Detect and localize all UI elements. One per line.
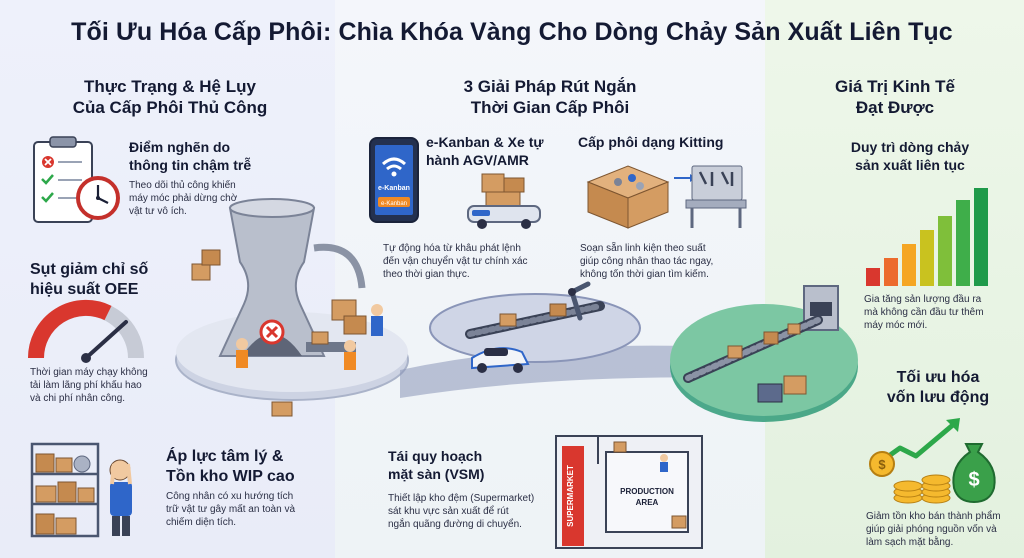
vsm-desc-line3: ngắn quãng đường di chuyển. — [388, 519, 522, 530]
oee-desc-line3: và chi phí nhân công. — [30, 393, 126, 404]
oee-heading: Sụt giảm chỉ số hiệu suất OEE — [30, 260, 180, 300]
working-capital-desc-line2: giúp giải phóng nguồn vốn và — [866, 524, 997, 535]
oee-desc-line1: Thời gian máy chạy không — [30, 367, 148, 378]
working-capital-heading-line1: Tối ưu hóa — [896, 369, 980, 386]
continuous-flow-desc-line3: máy móc mới. — [864, 320, 928, 331]
wip-description: Công nhân có xu hướng tích trữ vật tư gâ… — [166, 490, 331, 529]
bottleneck-desc-line2: máy móc phải dừng chờ — [129, 193, 238, 204]
bottleneck-heading: Điểm nghẽn do thông tin chậm trễ — [129, 138, 309, 174]
left-section-title-line1: Thực Trạng & Hệ Lụy — [84, 77, 256, 96]
continuous-flow-desc-line1: Gia tăng sản lượng đầu ra — [864, 294, 982, 305]
ekanban-desc-line2: đến vận chuyển vật tư chính xác — [383, 256, 528, 267]
e-kanban-tablet-icon: e-Kanban e-Kanban — [369, 137, 419, 223]
continuous-flow-description: Gia tăng sản lượng đầu ra mà không cần đ… — [864, 293, 1014, 332]
bottleneck-heading-line1: Điểm nghẽn do — [129, 139, 231, 155]
oee-desc-line2: tải làm lãng phí khấu hao — [30, 380, 142, 391]
left-section-title: Thực Trạng & Hệ Lụy Của Cấp Phôi Thủ Côn… — [10, 76, 330, 118]
kitting-desc-line1: Soạn sẵn linh kiện theo suất — [580, 243, 706, 254]
clipboard-clock-icon — [33, 136, 120, 223]
middle-section-title-line1: 3 Giải Pháp Rút Ngắn — [463, 77, 637, 96]
svg-text:$: $ — [968, 469, 979, 491]
ekanban-heading-line2: hành AGV/AMR — [426, 152, 529, 168]
shelf-stressed-worker-icon — [30, 442, 132, 538]
ekanban-description: Tự động hóa từ khâu phát lệnh đến vận ch… — [383, 242, 563, 281]
bottleneck-desc-line3: vật tư vô ích. — [129, 206, 187, 217]
kitting-desc-line3: không tốn thời gian tìm kiếm. — [580, 269, 709, 280]
continuous-flow-heading-line1: Duy trì dòng chảy — [850, 139, 970, 155]
middle-section-title-line2: Thời Gian Cấp Phôi — [470, 98, 630, 117]
continuous-flow-heading: Duy trì dòng chảy sản xuất liên tục — [830, 138, 990, 174]
vsm-floor-map: SUPERMARKET PRODUCTION AREA — [555, 435, 703, 549]
production-line-illustration — [670, 285, 858, 422]
ekanban-heading-line1: e-Kanban & Xe tự — [426, 134, 544, 150]
kitting-description: Soạn sẵn linh kiện theo suất giúp công n… — [580, 242, 760, 281]
wip-heading-line2: Tồn kho WIP cao — [166, 468, 295, 485]
ekanban-desc-line1: Tự động hóa từ khâu phát lệnh — [383, 243, 521, 254]
bottleneck-heading-line2: thông tin chậm trễ — [129, 157, 252, 173]
tablet-label-main: e-Kanban — [378, 185, 410, 192]
agv-robot-icon — [467, 173, 541, 229]
vsm-heading: Tái quy hoạch mặt sàn (VSM) — [388, 447, 548, 483]
wip-desc-line2: trữ vật tư gây mất an toàn và — [166, 504, 296, 515]
oee-heading-line2: hiệu suất OEE — [30, 281, 139, 298]
right-section-title-line2: Đạt Được — [855, 98, 935, 117]
kitting-box-icon — [586, 165, 747, 229]
wip-heading: Áp lực tâm lý & Tồn kho WIP cao — [166, 447, 326, 487]
bottleneck-description: Theo dõi thủ công khiến máy móc phải dừn… — [129, 179, 269, 218]
automated-conveyor-illustration — [400, 281, 740, 398]
vsm-heading-line2: mặt sàn (VSM) — [388, 466, 485, 482]
money-growth-icon: $ $ — [869, 418, 996, 504]
right-section-title: Giá Trị Kinh Tế Đạt Được — [795, 76, 995, 118]
bottleneck-desc-line1: Theo dõi thủ công khiến — [129, 180, 236, 191]
continuous-flow-heading-line2: sản xuất liên tục — [855, 157, 965, 173]
continuous-flow-desc-line2: mà không cần đầu tư thêm — [864, 307, 984, 318]
vsm-desc-line2: sát khu vực sản xuất để rút — [388, 506, 509, 517]
wip-desc-line1: Công nhân có xu hướng tích — [166, 491, 294, 502]
vsm-heading-line1: Tái quy hoạch — [388, 448, 483, 464]
production-area-label-line1: PRODUCTION — [620, 487, 674, 496]
working-capital-heading: Tối ưu hóa vốn lưu động — [868, 368, 1008, 408]
page-title: Tối Ưu Hóa Cấp Phôi: Chìa Khóa Vàng Cho … — [71, 18, 953, 46]
working-capital-description: Giảm tồn kho bán thành phẩm giúp giải ph… — [866, 510, 1016, 549]
vsm-desc-line1: Thiết lập kho đệm (Supermarket) — [388, 493, 535, 504]
working-capital-heading-line2: vốn lưu động — [886, 389, 990, 406]
middle-section-title: 3 Giải Pháp Rút Ngắn Thời Gian Cấp Phôi — [405, 76, 695, 118]
oee-heading-line1: Sụt giảm chỉ số — [30, 261, 149, 278]
ekanban-desc-line3: theo thời gian thực. — [383, 269, 470, 280]
right-section-title-line1: Giá Trị Kinh Tế — [835, 77, 955, 96]
supermarket-label: SUPERMARKET — [566, 465, 575, 527]
oee-gauge-icon — [27, 299, 144, 363]
oee-description: Thời gian máy chạy không tải làm lãng ph… — [30, 366, 180, 405]
kitting-heading: Cấp phôi dạng Kitting — [578, 134, 724, 150]
wip-heading-line1: Áp lực tâm lý & — [166, 448, 284, 465]
production-area-label-line2: AREA — [636, 498, 659, 507]
wip-desc-line3: chiếm diện tích. — [166, 517, 237, 528]
tablet-label-badge: e-Kanban — [381, 201, 407, 207]
vsm-description: Thiết lập kho đệm (Supermarket) sát khu … — [388, 492, 548, 531]
working-capital-desc-line3: làm sạch mặt bằng. — [866, 537, 954, 548]
svg-text:$: $ — [878, 457, 886, 472]
growth-bars-icon — [866, 188, 988, 286]
working-capital-desc-line1: Giảm tồn kho bán thành phẩm — [866, 511, 1001, 522]
kitting-desc-line2: giúp công nhân thao tác ngay, — [580, 256, 714, 267]
ekanban-heading: e-Kanban & Xe tự hành AGV/AMR — [426, 133, 566, 169]
manual-bottleneck-illustration — [175, 198, 409, 417]
left-section-title-line2: Của Cấp Phôi Thủ Công — [72, 98, 268, 117]
